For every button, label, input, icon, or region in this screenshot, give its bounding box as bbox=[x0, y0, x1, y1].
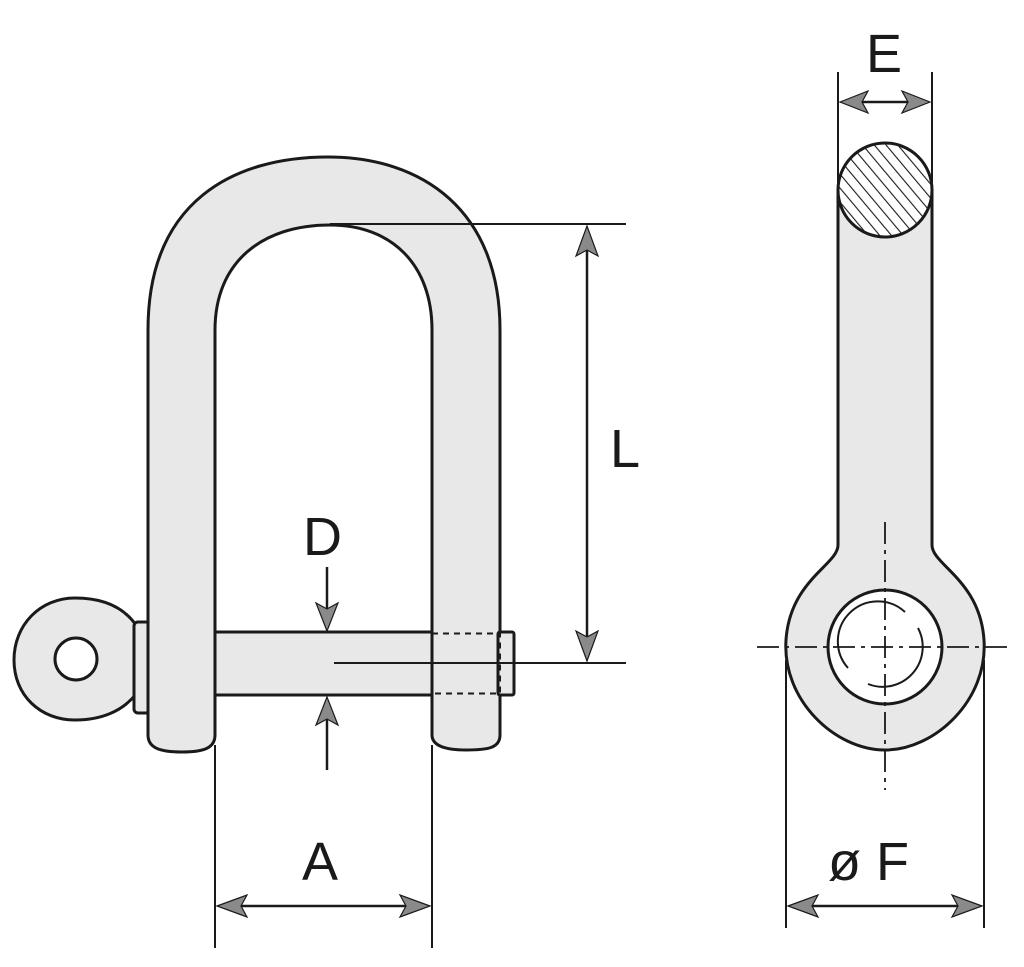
dimension-D: D bbox=[303, 507, 342, 770]
pin-eye bbox=[12, 596, 152, 722]
cross-section bbox=[836, 141, 934, 239]
label-D: D bbox=[303, 507, 342, 567]
label-A: A bbox=[302, 832, 338, 892]
shackle-body bbox=[146, 155, 502, 754]
side-body bbox=[784, 188, 986, 752]
shackle-side-view: E ø F bbox=[757, 24, 1012, 928]
dimension-F: ø F bbox=[785, 660, 985, 928]
label-L: L bbox=[610, 419, 640, 479]
dimension-L: L bbox=[330, 223, 640, 664]
shackle-front-view: L D A bbox=[12, 155, 640, 948]
dimension-A: A bbox=[214, 745, 433, 948]
label-E: E bbox=[866, 24, 902, 84]
dimension-E: E bbox=[837, 24, 933, 190]
label-F: ø F bbox=[828, 832, 909, 892]
